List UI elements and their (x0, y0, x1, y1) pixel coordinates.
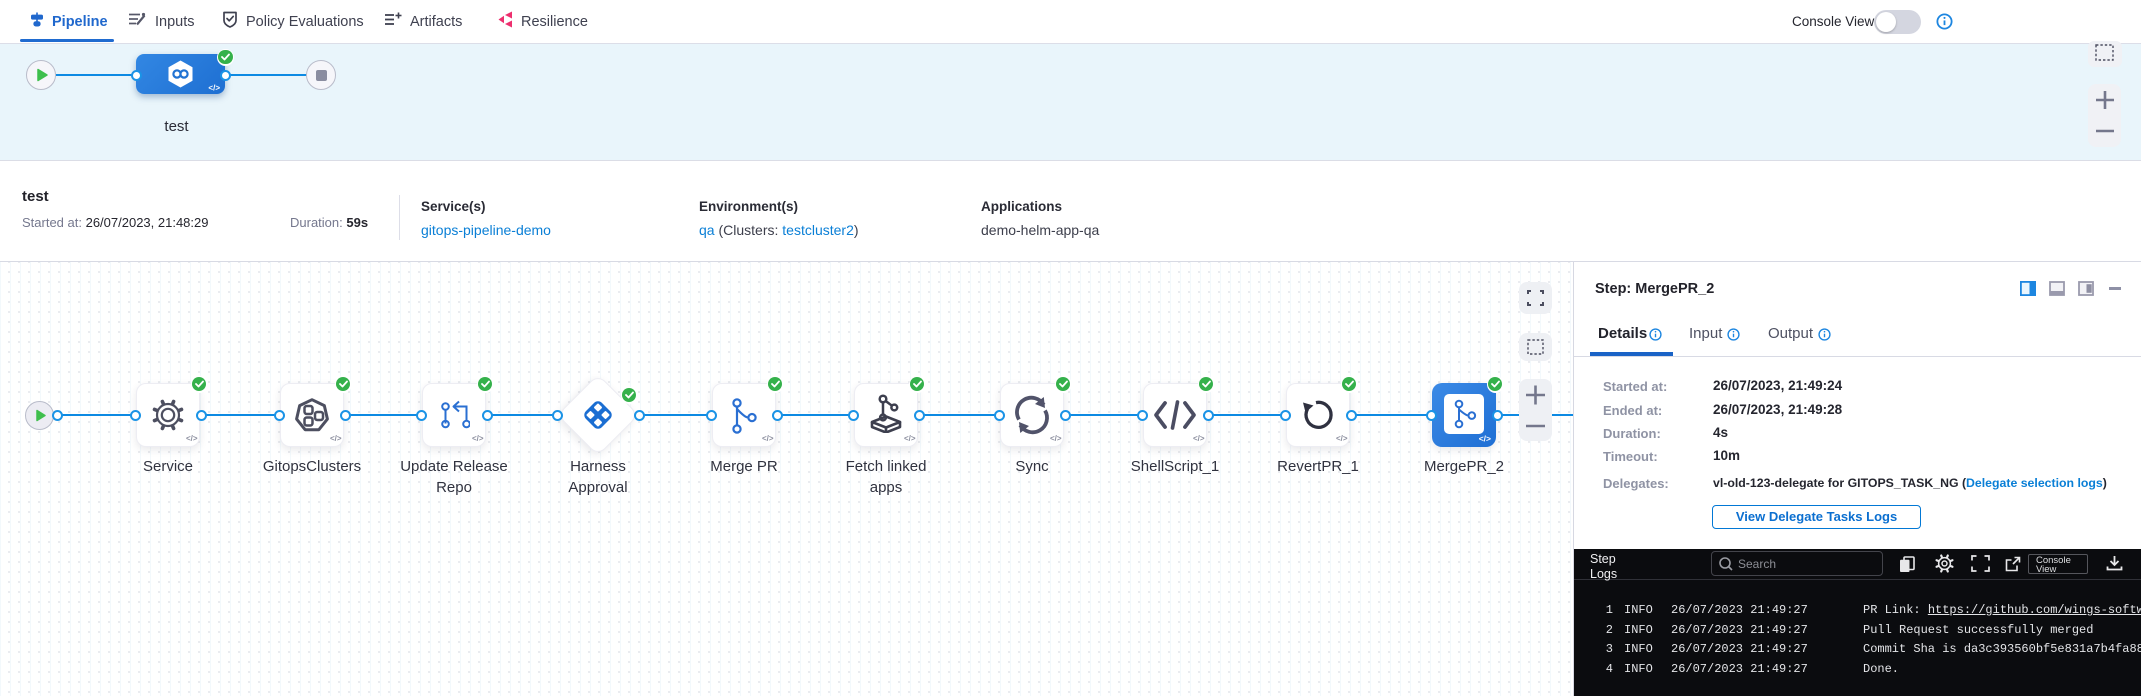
svg-text:</>: </> (1479, 434, 1491, 444)
svg-text:</>: </> (208, 84, 220, 93)
